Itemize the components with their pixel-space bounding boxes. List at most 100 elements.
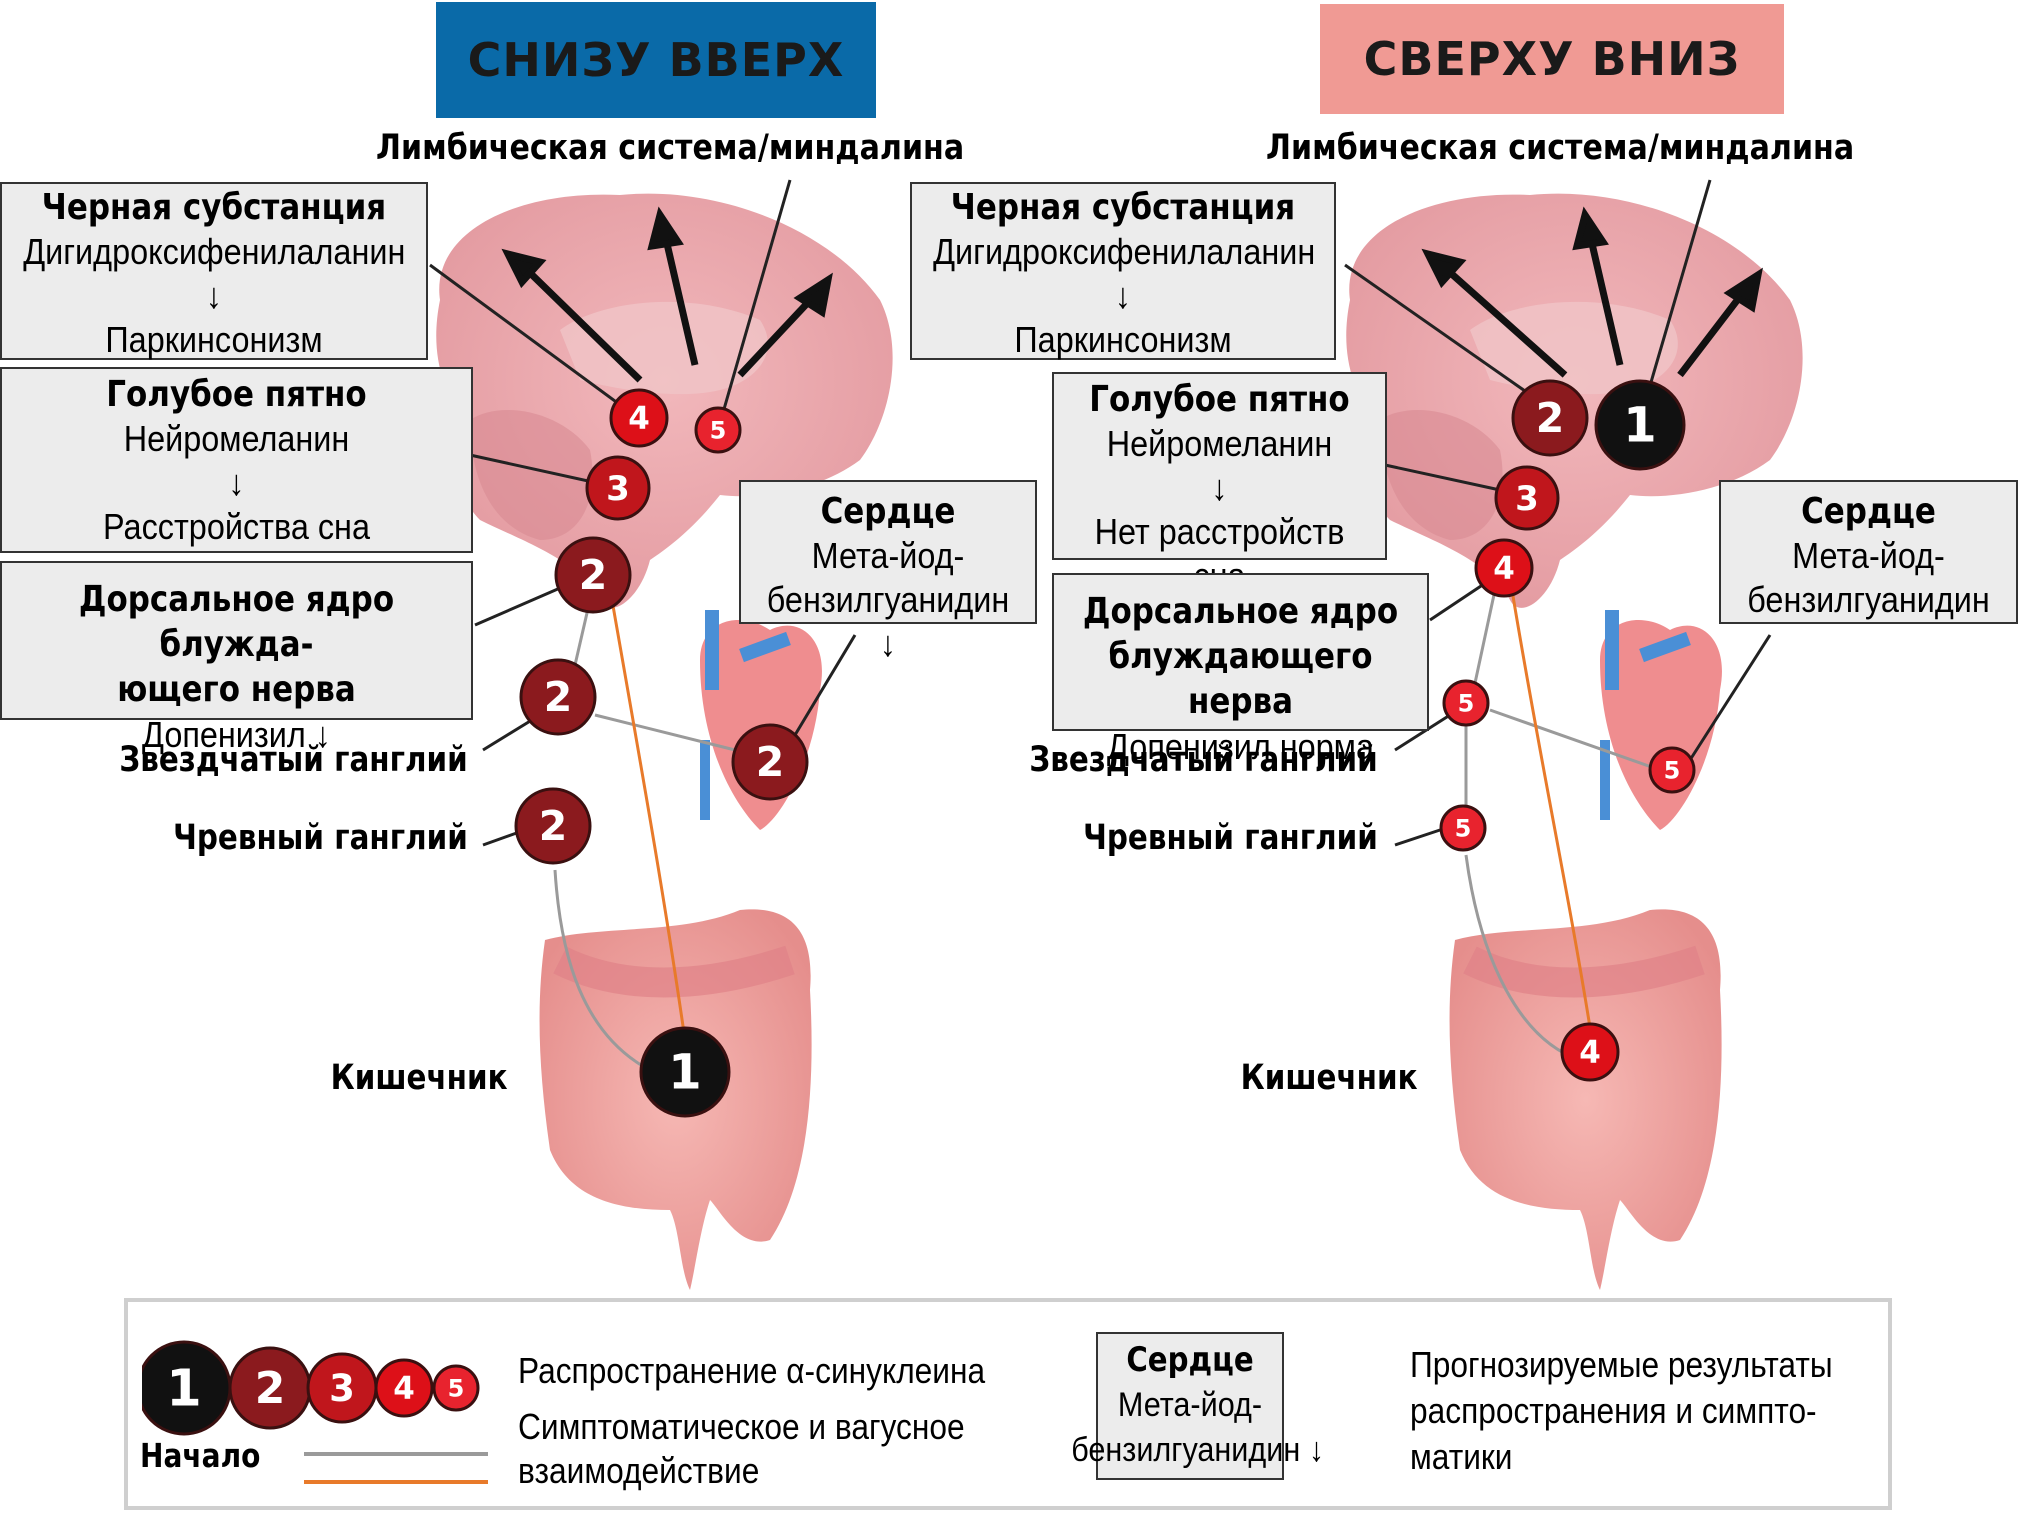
- connectors-right: [1344, 179, 1772, 847]
- legend-marker-3: 3: [306, 1352, 378, 1424]
- stage-number: 2: [756, 738, 785, 786]
- orange-line-left: [610, 599, 687, 1041]
- box-line: бензилгуанидин ↓: [1071, 1431, 1325, 1469]
- marker-heart-right: 5: [1648, 746, 1696, 794]
- bottom-up-header: СНИЗУ ВВЕРХ: [436, 2, 876, 118]
- box-line: Мета-йод-: [1792, 535, 1945, 576]
- box-line: Нейромеланин: [123, 418, 350, 459]
- marker-stellate-ganglion-left: 2: [519, 658, 597, 736]
- marker-dorsal-vagus-right: 4: [1474, 538, 1534, 598]
- stage-number: 3: [1515, 479, 1539, 519]
- locus-coeruleus-box-right: Голубое пятно Нейромеланин ↓ Нет расстро…: [1052, 372, 1387, 596]
- down-arrow-icon: ↓: [1114, 275, 1132, 316]
- legend-orange-line: [304, 1480, 488, 1484]
- legend-interaction-label-2: взаимодействие: [518, 1450, 760, 1491]
- stage-number: 4: [393, 1371, 415, 1407]
- heart-box-left: Сердце Мета-йод- бензилгуанидин ↓: [739, 480, 1037, 664]
- legend-marker-5: 5: [432, 1364, 480, 1412]
- marker-gut-left: 1: [639, 1026, 731, 1118]
- marker-dorsal-vagus-left: 2: [554, 536, 632, 614]
- stage-number: 2: [544, 673, 573, 721]
- marker-limbic-left: 5: [694, 406, 742, 454]
- marker-celiac-ganglion-right: 5: [1439, 804, 1487, 852]
- stage-number: 2: [579, 551, 608, 599]
- legend-marker-1: 1: [142, 1340, 232, 1436]
- box-line: бензилгуанидин: [1747, 579, 1990, 620]
- locus-coeruleus-box-left: Голубое пятно Нейромеланин ↓ Расстройств…: [0, 367, 473, 553]
- marker-heart-left: 2: [731, 723, 809, 801]
- stage-number: 5: [1664, 756, 1681, 784]
- stage-number: 2: [1536, 394, 1565, 442]
- arrows-right: [1421, 206, 1763, 378]
- box-title: Голубое пятно: [1089, 379, 1350, 420]
- legend-predicted-line: Прогнозируемые результаты: [1410, 1344, 1833, 1385]
- box-line: Паркинсонизм: [1014, 319, 1232, 360]
- down-arrow-icon: ↓: [228, 462, 245, 503]
- stage-number: 1: [166, 1359, 202, 1418]
- box-title: ющего нерва: [117, 669, 356, 710]
- box-title: Черная субстанция: [41, 187, 387, 228]
- box-line: Паркинсонизм: [105, 319, 323, 360]
- substantia-nigra-box-left: Черная субстанция Дигидроксифенилаланин …: [0, 182, 428, 360]
- orange-line-right: [1510, 589, 1594, 1041]
- box-title: Дорсальное ядро блужда-: [78, 579, 395, 665]
- heart-right: [1600, 610, 1722, 830]
- dorsal-vagus-box-right: Дорсальное ядро блуждающего нерва Допени…: [1052, 573, 1429, 767]
- stage-number: 2: [255, 1363, 286, 1414]
- limbic-label-right: Лимбическая система/миндалина: [1266, 128, 1855, 168]
- stage-number: 5: [1455, 814, 1472, 842]
- gut-right: [1449, 909, 1722, 1290]
- top-down-title: СВЕРХУ ВНИЗ: [1363, 32, 1741, 86]
- stage-number: 4: [628, 401, 650, 437]
- celiac-ganglion-label-left: Чревный ганглий: [173, 818, 468, 858]
- box-line: Нейромеланин: [1106, 423, 1333, 464]
- down-arrow-icon: ↓: [1211, 467, 1228, 508]
- legend-marker-4: 4: [374, 1358, 434, 1418]
- marker-substantia-nigra-right: 2: [1511, 379, 1589, 457]
- bottom-up-title: СНИЗУ ВВЕРХ: [467, 33, 845, 87]
- legend-marker-2: 2: [228, 1346, 312, 1430]
- stellate-ganglion-label-left: Звездчатый ганглий: [119, 740, 468, 780]
- arrows-left: [501, 206, 833, 383]
- stage-number: 3: [329, 1367, 355, 1410]
- box-line: Дигидроксифенилаланин: [933, 231, 1316, 272]
- box-title: Сердце: [1126, 1340, 1254, 1380]
- celiac-ganglion-label-right: Чревный ганглий: [1083, 818, 1378, 858]
- stellate-ganglion-label-right: Звездчатый ганглий: [1029, 740, 1378, 780]
- limbic-label-left: Лимбическая система/миндалина: [376, 128, 965, 168]
- stage-number: 4: [1579, 1035, 1601, 1071]
- stage-number: 1: [1623, 398, 1656, 454]
- box-line: Расстройства сна: [103, 506, 370, 547]
- stage-number: 5: [448, 1374, 465, 1402]
- heart-box-right: Сердце Мета-йод- бензилгуанидин: [1719, 480, 2018, 624]
- stage-number: 4: [1493, 551, 1515, 587]
- stage-number: 2: [539, 802, 568, 850]
- down-arrow-icon: ↓: [205, 275, 223, 316]
- box-line: Допенизил норма: [1107, 726, 1374, 767]
- legend-predicted-line: матики: [1410, 1436, 1513, 1477]
- box-title: блуждающего нерва: [1108, 636, 1373, 722]
- stage-number: 5: [710, 416, 727, 444]
- marker-locus-coeruleus-right: 3: [1494, 465, 1560, 531]
- top-down-header: СВЕРХУ ВНИЗ: [1320, 4, 1784, 114]
- gut-label-right: Кишечник: [1241, 1058, 1418, 1098]
- legend-predicted-label: Прогнозируемые результаты распространени…: [1410, 1342, 1833, 1480]
- marker-stellate-ganglion-right: 5: [1442, 679, 1490, 727]
- box-line: Дигидроксифенилаланин: [23, 231, 406, 272]
- stage-number: 5: [1458, 689, 1475, 717]
- gut-label-left: Кишечник: [331, 1058, 508, 1098]
- stage-number: 1: [668, 1045, 701, 1101]
- dorsal-vagus-box-left: Дорсальное ядро блужда- ющего нерва Допе…: [0, 561, 473, 755]
- box-title: Сердце: [1801, 491, 1936, 532]
- box-title: Дорсальное ядро: [1082, 591, 1399, 632]
- box-title: Сердце: [820, 491, 956, 532]
- legend-spread-label: Распространение α-синуклеина: [518, 1350, 986, 1391]
- legend-predicted-line: распространения и симпто-: [1410, 1390, 1817, 1431]
- marker-locus-coeruleus-left: 3: [585, 455, 651, 521]
- marker-celiac-ganglion-left: 2: [514, 787, 592, 865]
- legend-example-box: Сердце Мета-йод- бензилгуанидин ↓: [1071, 1332, 1324, 1480]
